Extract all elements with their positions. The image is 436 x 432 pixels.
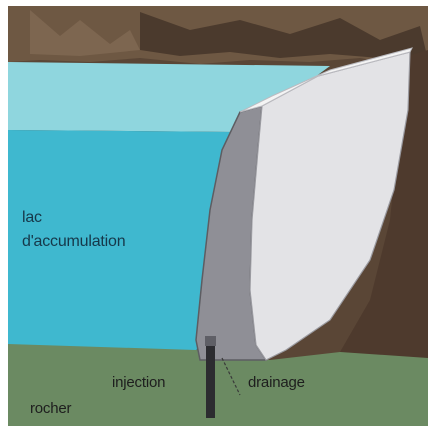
injection-label: injection xyxy=(112,374,165,391)
drainage-label: drainage xyxy=(248,374,305,391)
lake-label: lac d'accumulation xyxy=(22,206,125,254)
lake-label-line2: d'accumulation xyxy=(22,230,125,254)
injection-curtain xyxy=(206,340,215,418)
injection-gallery xyxy=(205,336,216,346)
lake-label-line1: lac xyxy=(22,206,125,230)
rock-label: rocher xyxy=(30,400,71,417)
